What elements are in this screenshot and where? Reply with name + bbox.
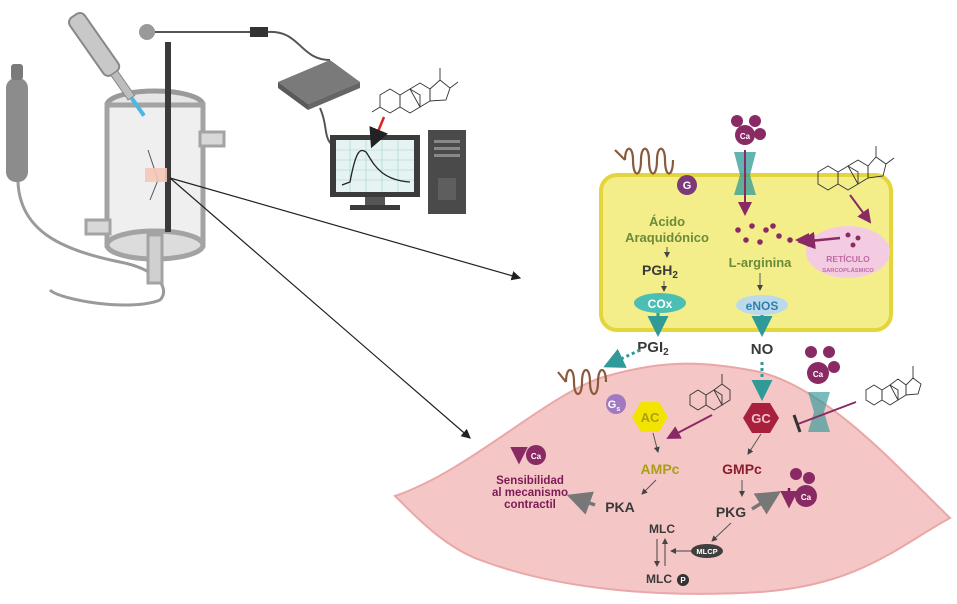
ca-ion-label-sens: Ca [531,452,542,461]
sarcoplasmico-label: SARCOPLÁSMICO [822,267,874,274]
amplifier-icon [139,24,360,151]
sensibilidad-line2: al mecanismo [492,487,568,499]
arrow-pka-to-sensibilidad [566,491,596,515]
organ-bath-apparatus [6,11,466,307]
pointer-arrow-upper [169,177,522,281]
molecule-icon-endothelial [817,146,895,191]
molecule-icon-top [371,68,459,114]
pka-label: PKA [605,499,635,515]
gc-label: GC [751,411,771,426]
g-protein-label: G [683,180,692,192]
enos-enzyme [736,295,788,315]
arrow-molecule-to-ac [666,414,713,439]
reticulo-label: RETÍCULO [826,254,870,264]
cox-label: COx [648,297,673,311]
acido-label: Ácido [649,214,685,229]
arrow-pkg-to-calcium [751,491,781,515]
gc-enzyme [743,403,779,433]
gmpc-label: GMPc [722,461,762,477]
calcium-dots-cytosol [735,223,793,245]
enos-label: eNOS [746,299,779,313]
molecule-icon-channel [865,366,922,406]
sensibilidad-line3: contractil [504,499,556,511]
pkg-label: PKG [716,504,746,520]
araquidonico-label: Araquidónico [625,230,709,245]
monitor-icon [330,116,420,210]
calcium-ion-cluster-muscle: Ca [805,346,840,384]
pointer-arrow-lower [169,177,471,439]
phosphate-label: P [680,576,686,585]
mlcp-enzyme [691,544,723,558]
calcium-channel-muscle [808,392,830,432]
ampc-label: AMPc [641,461,680,477]
gpcr-receptor-endothelial [614,147,675,175]
no-label: NO [751,341,774,358]
larginina-label: L-arginina [729,255,793,270]
mlc-p-label: MLC [646,572,672,586]
pipette-icon [68,11,146,117]
gpcr-receptor-muscle [557,368,608,396]
reticulo-calcium-dots [845,232,861,248]
organ-bath-icon [84,42,226,285]
calcium-down-sensibilidad: Ca [510,445,546,465]
cox-enzyme [634,293,686,313]
pgh2-label: PGH2 [642,262,678,281]
calcium-channel-endothelial [734,150,756,216]
arrow-molecule-to-reticulo [849,194,872,224]
ac-enzyme [632,402,668,432]
ca-ion-label-muscle: Ca [813,370,824,379]
inhibition-line-channel [797,401,857,425]
ca-ion-label-pkg: Ca [801,493,812,502]
arrow-pkg-to-mlcp [711,522,732,542]
ac-label: AC [641,410,660,425]
smooth-muscle-cell [393,362,952,595]
calcium-ion-cluster-top: Ca [731,115,766,145]
arrow-ampc-to-pka [641,479,657,495]
gs-protein-badge [606,394,626,414]
computer-tower-icon [428,130,466,214]
g-protein-badge [677,175,697,195]
mlc-label: MLC [649,522,675,536]
phosphate-badge [677,574,689,586]
arrow-gc-to-gmpc [747,433,762,455]
mlcp-label: MLCP [696,547,717,556]
calcium-down-pkg: Ca [780,468,817,509]
arrow-reticulo-to-calcium [797,231,841,250]
dashed-arrow-pgi2-to-receptor [603,348,641,368]
gs-label: Gs [608,399,621,413]
arrow-ac-to-ampc [652,432,660,453]
sensibilidad-line1: Sensibilidad [496,475,564,487]
pgi2-label: PGI2 [637,339,669,358]
ca-ion-label-top: Ca [740,132,751,141]
inhibition-bar [792,414,802,433]
molecule-icon-ac [689,374,731,411]
